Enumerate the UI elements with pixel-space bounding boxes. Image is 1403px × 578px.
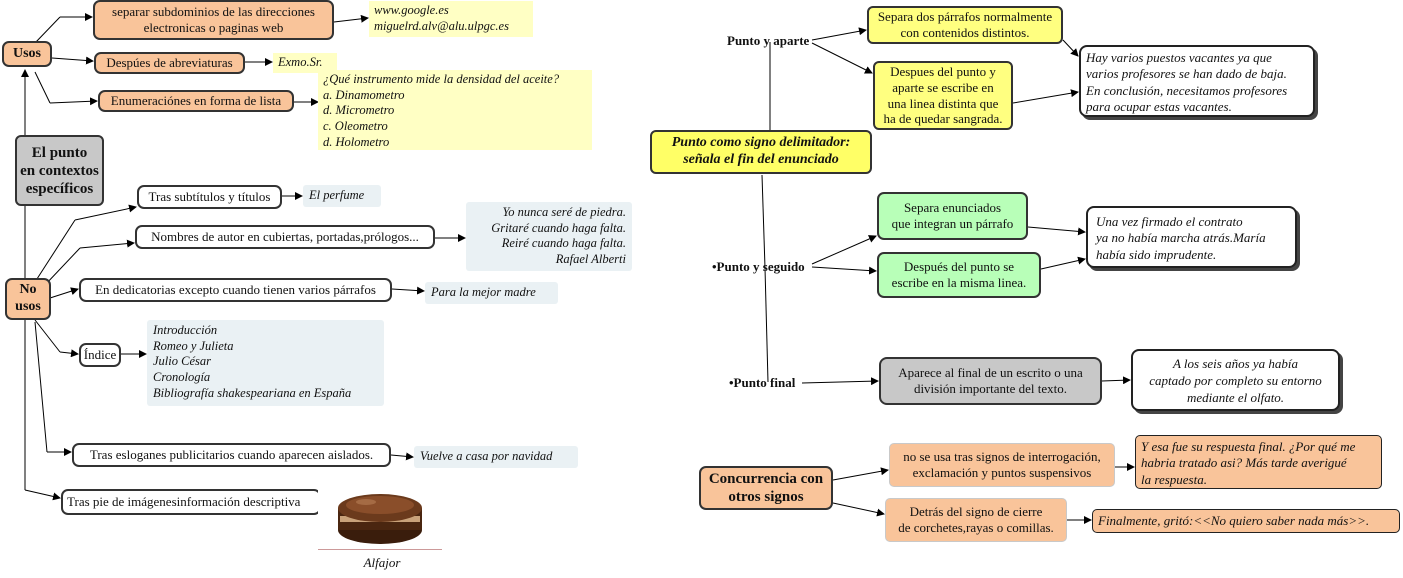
no-usos-item-dedicatorias[interactable]: En dedicatorias excepto cuando tienen va… bbox=[79, 278, 392, 302]
punto-seguido-example: Una vez firmado el contrato ya no había … bbox=[1086, 206, 1297, 268]
usos-example-abreviatura: Exmo.Sr. bbox=[273, 53, 337, 73]
usos-item-abreviaturas[interactable]: Despúes de abreviaturas bbox=[94, 52, 245, 74]
punto-seguido-box-2[interactable]: Después del punto se escribe en la misma… bbox=[877, 252, 1041, 298]
punto-seguido-box-1[interactable]: Separa enunciados que integran un párraf… bbox=[877, 192, 1028, 240]
no-usos-node[interactable]: No usos bbox=[5, 278, 51, 320]
no-usos-example-dedicatoria: Para la mejor madre bbox=[425, 282, 558, 304]
usos-example-lista: ¿Qué instrumento mide la densidad del ac… bbox=[318, 70, 592, 150]
concurrencia-box-2[interactable]: Detrás del signo de cierre de corchetes,… bbox=[885, 498, 1067, 542]
central-topic[interactable]: El punto en contextos específicos bbox=[15, 135, 104, 206]
alfajor-icon bbox=[338, 494, 422, 544]
alfajor-image bbox=[318, 478, 442, 550]
no-usos-item-autor[interactable]: Nombres de autor en cubiertas, portadas,… bbox=[135, 225, 435, 249]
no-usos-item-pie-imagenes[interactable]: Tras pie de imágenesinformación descript… bbox=[61, 489, 321, 515]
poem-lines: Yo nunca seré de piedra. Gritaré cuando … bbox=[491, 205, 626, 251]
concurrencia-example-2: Finalmente, gritó:<<No quiero saber nada… bbox=[1092, 509, 1400, 533]
punto-aparte-box-1[interactable]: Separa dos párrafos normalmente con cont… bbox=[867, 6, 1063, 44]
no-usos-item-subtitulos[interactable]: Tras subtítulos y títulos bbox=[137, 185, 282, 209]
no-usos-item-indice[interactable]: Índice bbox=[79, 343, 121, 367]
punto-aparte-box-2[interactable]: Despues del punto y aparte se escribe en… bbox=[873, 61, 1013, 130]
usos-item-enumeraciones[interactable]: Enumeraciónes en forma de lista bbox=[98, 90, 294, 112]
alfajor-caption: Alfajor bbox=[363, 555, 401, 570]
punto-final-example: A los seis años ya había captado por com… bbox=[1131, 349, 1340, 411]
concurrencia-box-1[interactable]: no se usa tras signos de interrogación, … bbox=[889, 443, 1115, 487]
usos-item-subdominios[interactable]: separar subdominios de las direcciones e… bbox=[93, 0, 334, 40]
right-main-topic[interactable]: Punto como signo delimitador: señala el … bbox=[650, 130, 872, 174]
concurrencia-example-1: Y esa fue su respuesta final. ¿Por qué m… bbox=[1135, 435, 1382, 489]
punto-aparte-example: Hay varios puestos vacantes ya que vario… bbox=[1079, 45, 1315, 117]
punto-seguido-label: •Punto y seguido bbox=[712, 259, 805, 274]
punto-final-box[interactable]: Aparece al final de un escrito o una div… bbox=[879, 357, 1102, 405]
poem-author: Rafael Alberti bbox=[555, 251, 626, 266]
no-usos-example-indice: Introducción Romeo y Julieta Julio César… bbox=[147, 320, 384, 406]
usos-node[interactable]: Usos bbox=[2, 41, 52, 67]
concurrencia-node[interactable]: Concurrencia con otros signos bbox=[699, 466, 833, 510]
no-usos-example-poema: Yo nunca seré de piedra. Gritaré cuando … bbox=[466, 202, 632, 271]
punto-final-label: •Punto final bbox=[729, 375, 796, 390]
no-usos-example-eslogan: Vuelve a casa por navidad bbox=[414, 446, 578, 468]
punto-aparte-label: Punto y aparte bbox=[727, 33, 810, 48]
no-usos-example-titulo: El perfume bbox=[303, 185, 381, 207]
usos-example-web: www.google.es miguelrd.alv@alu.ulpgc.es bbox=[369, 1, 533, 37]
no-usos-item-esloganes[interactable]: Tras esloganes publicitarios cuando apar… bbox=[72, 443, 391, 467]
